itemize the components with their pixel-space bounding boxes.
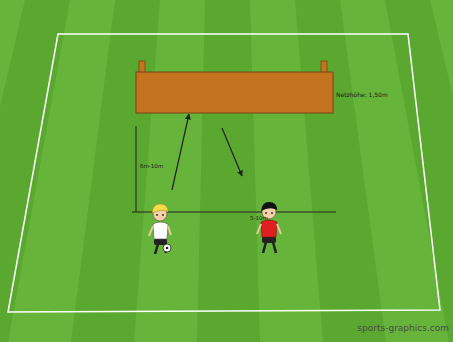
net-height-label: Netzhöhe: 1,50m [336,92,388,99]
dimension-lines [132,126,336,212]
ball-path-arrows [172,114,242,190]
dimension-label: 5-10m [250,215,268,221]
watermark: sports-graphics.com [357,324,449,334]
player-red [257,202,281,253]
ball [163,244,171,252]
field-boundary [8,34,440,312]
net [136,61,333,113]
dimension-label: 6m-10m [140,163,163,169]
player-blond [149,204,171,254]
